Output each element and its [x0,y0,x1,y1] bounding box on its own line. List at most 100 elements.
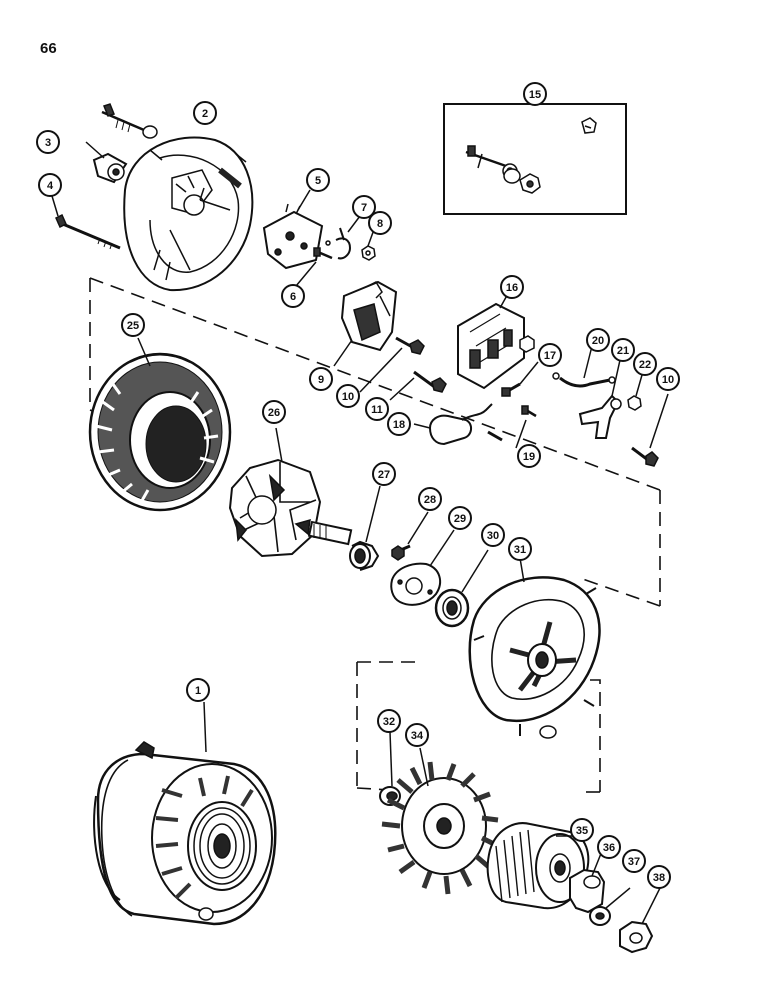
rotor [228,427,353,558]
callout-2: 2 [193,101,217,125]
callout-6: 6 [281,284,305,308]
callout-number: 4 [47,180,54,192]
callout-number: 15 [529,89,541,101]
callout-number: 21 [617,345,629,357]
screw-10b [631,393,669,467]
nut-8 [361,223,377,261]
callout-number: 6 [290,291,296,303]
fan-34 [381,747,500,895]
callout-number: 8 [377,218,383,230]
screw-6 [295,247,333,287]
callout-number: 25 [127,320,139,332]
brush-holder-plate [262,189,324,270]
callout-number: 7 [361,202,367,214]
callout-32: 32 [377,709,401,733]
clip-7 [325,215,361,260]
callout-7: 7 [352,195,376,219]
callout-number: 34 [411,730,424,742]
callout-19: 19 [517,444,541,468]
callout-number: 26 [268,407,280,419]
callout-25: 25 [121,313,145,337]
stator [88,337,232,512]
retainer-plate-29 [390,529,455,606]
callout-number: 16 [506,282,518,294]
callout-4: 4 [38,173,62,197]
callout-number: 22 [639,359,651,371]
through-bolt [51,195,121,250]
page-number: 66 [40,40,57,57]
callout-number: 30 [487,530,499,542]
callout-31: 31 [508,537,532,561]
callout-1: 1 [186,678,210,702]
callout-number: 18 [393,419,405,431]
callout-20: 20 [586,328,610,352]
strap-20 [552,345,616,388]
callout-15: 15 [523,82,547,106]
kit-parts [465,117,597,194]
rectifier-bridge [457,289,535,390]
spacer-36 [569,845,606,914]
callout-35: 35 [570,818,594,842]
callout-27: 27 [372,462,396,486]
callout-number: 17 [544,350,556,362]
callout-number: 10 [342,391,354,403]
alternator-assembly [93,701,277,926]
callout-17: 17 [538,343,562,367]
screw-11 [389,370,447,401]
screw-19 [487,405,537,449]
callout-34: 34 [405,723,429,747]
callout-38: 38 [647,865,671,889]
callout-number: 29 [454,513,466,525]
callout-11: 11 [365,397,389,421]
terminal-stud [101,103,158,139]
callout-number: 9 [318,374,324,386]
spacer [85,141,128,184]
screw-10a [359,336,425,393]
collar-32 [379,731,401,806]
nut-38 [619,887,661,954]
capacitor-18 [413,403,493,446]
screw-28 [391,511,429,561]
callout-36: 36 [597,835,621,859]
callout-number: 20 [592,335,604,347]
callout-10b: 10 [656,367,680,391]
nut-22 [627,367,645,411]
washer-37 [589,887,631,926]
callout-number: 38 [653,872,665,884]
screw-17 [501,361,539,397]
rear-housing [123,136,254,292]
regulator-bracket [333,280,398,367]
callout-number: 11 [371,404,383,416]
callout-29: 29 [448,506,472,530]
callout-number: 37 [628,856,640,868]
callout-number: 1 [195,685,201,697]
callout-28: 28 [418,487,442,511]
callout-22: 22 [633,352,657,376]
callout-18: 18 [387,412,411,436]
callout-number: 19 [523,451,535,463]
callout-30: 30 [481,523,505,547]
callout-3: 3 [36,130,60,154]
callout-number: 2 [202,108,208,120]
callout-26: 26 [262,400,286,424]
callout-9: 9 [309,367,333,391]
drive-end-frame [468,557,601,739]
callout-5: 5 [306,168,330,192]
callout-number: 36 [603,842,615,854]
kit-box [443,103,627,215]
callout-number: 3 [45,137,51,149]
callout-16: 16 [500,275,524,299]
callout-number: 31 [514,544,526,556]
callout-number: 10 [662,374,674,386]
callout-number: 32 [383,716,395,728]
bearing-30 [434,549,489,628]
callout-number: 27 [378,469,390,481]
callout-number: 5 [315,175,321,187]
callout-10a: 10 [336,384,360,408]
bearing-27 [349,485,381,571]
callout-37: 37 [622,849,646,873]
callout-number: 28 [424,494,436,506]
callout-number: 35 [576,825,588,837]
